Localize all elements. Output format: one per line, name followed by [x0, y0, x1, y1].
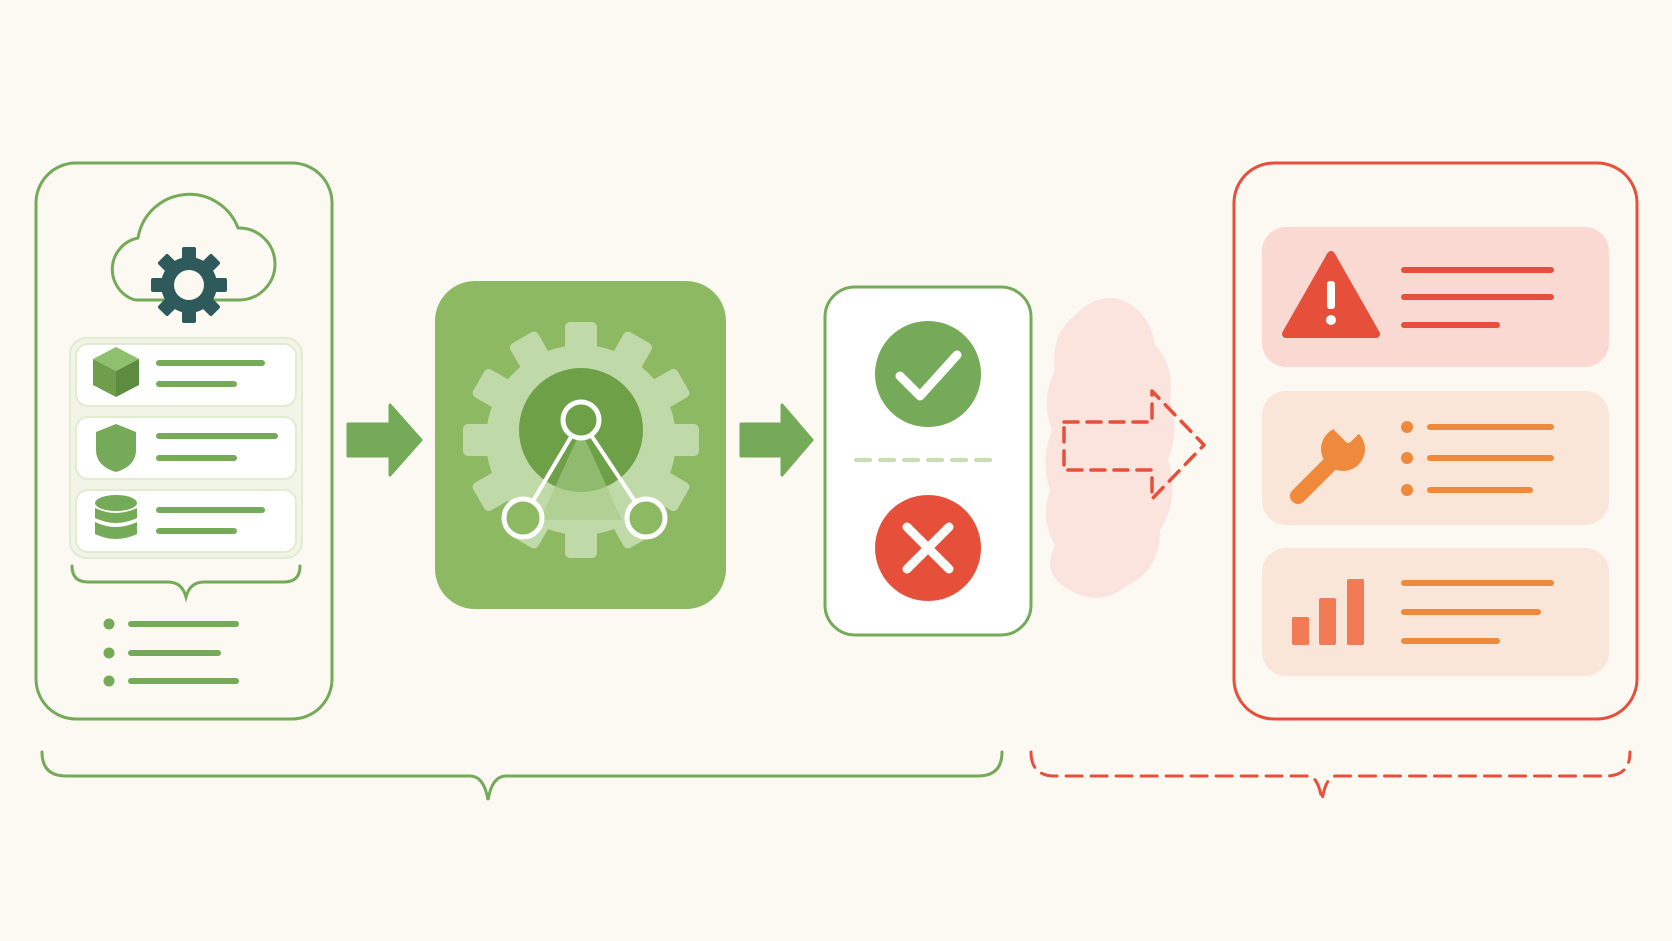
output-panel: [1232, 161, 1639, 721]
cube-icon: [93, 347, 139, 397]
output-card-warning: [1262, 227, 1609, 367]
input-row-1: [75, 343, 297, 407]
blob-background: [1045, 297, 1175, 598]
arrow-right-icon: [739, 403, 814, 477]
input-row-2: [75, 416, 297, 480]
output-card-chart: [1262, 548, 1609, 676]
check-panel: [823, 285, 1033, 637]
warning-triangle-icon: [1282, 251, 1380, 338]
fallback-arrow: [1045, 297, 1206, 598]
input-row-3: [75, 489, 297, 553]
solid-green-brace: [40, 750, 1004, 801]
dashed-arrow-icon: [1062, 389, 1206, 501]
x-circle-icon: [875, 495, 981, 601]
input-panel: [34, 161, 334, 721]
output-card-wrench: [1262, 391, 1609, 525]
database-icon: [95, 495, 137, 539]
dashed-red-brace: [1029, 750, 1632, 801]
list-brace: [70, 564, 302, 603]
arrow-right-icon: [346, 403, 423, 477]
cloud-gear-icon: [110, 192, 277, 323]
check-circle-icon: [875, 321, 981, 427]
bullet-list: [103, 618, 239, 687]
wrench-icon: [1290, 412, 1365, 504]
process-block: [435, 281, 726, 609]
bar-chart-icon: [1292, 579, 1364, 645]
gear-network-icon: [463, 322, 699, 558]
shield-icon: [96, 424, 136, 472]
